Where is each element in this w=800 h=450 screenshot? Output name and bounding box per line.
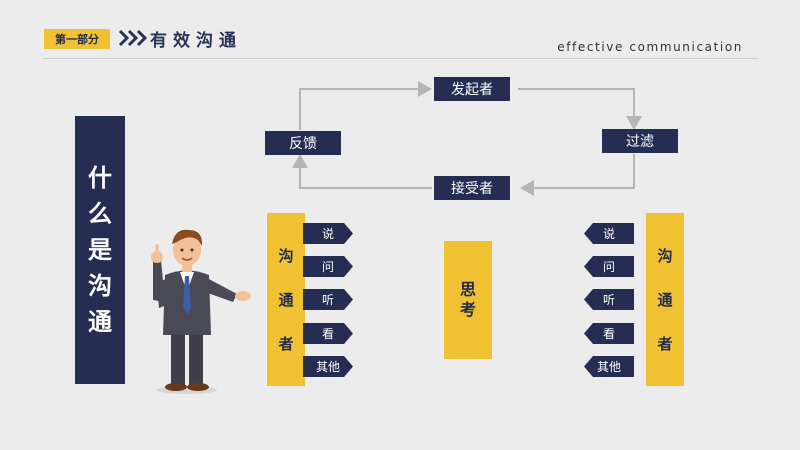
banner-char: 通 <box>88 308 112 336</box>
column-char: 通 <box>657 290 673 309</box>
section-title: 有效沟通 <box>150 31 242 51</box>
right-tag-other: 其他 <box>584 356 634 377</box>
flow-node-filter: 过滤 <box>602 129 678 153</box>
banner-char: 是 <box>88 236 112 264</box>
section-tag: 第一部分 <box>44 29 110 49</box>
think-char: 考 <box>459 300 476 319</box>
banner-char: 么 <box>88 200 112 228</box>
chevron-triple-icon <box>118 29 148 47</box>
column-char: 者 <box>278 334 294 353</box>
left-communicator-column: 沟 通 者 <box>267 213 305 386</box>
right-communicator-column: 沟 通 者 <box>646 213 684 386</box>
column-char: 沟 <box>278 246 294 265</box>
right-tag-look: 看 <box>584 323 634 344</box>
left-tag-ask: 问 <box>303 256 353 277</box>
think-char: 思 <box>459 280 476 299</box>
left-tag-listen: 听 <box>303 289 353 310</box>
right-tag-listen: 听 <box>584 289 634 310</box>
left-tag-speak: 说 <box>303 223 353 244</box>
column-char: 沟 <box>657 246 673 265</box>
left-tag-look: 看 <box>303 323 353 344</box>
left-tag-other: 其他 <box>303 356 353 377</box>
businessman-illustration <box>151 229 251 394</box>
column-char: 通 <box>278 290 294 309</box>
flow-node-initiator: 发起者 <box>434 77 510 101</box>
right-tag-speak: 说 <box>584 223 634 244</box>
flow-node-receiver: 接受者 <box>434 176 510 200</box>
banner-char: 什 <box>88 164 112 192</box>
what-is-communication-banner: 什 么 是 沟 通 <box>75 116 125 384</box>
flow-node-feedback: 反馈 <box>265 131 341 155</box>
header-divider <box>43 58 758 59</box>
think-box: 思 考 <box>444 241 492 359</box>
right-tag-ask: 问 <box>584 256 634 277</box>
english-subtitle: effective communication <box>557 40 743 54</box>
banner-char: 沟 <box>88 272 112 300</box>
column-char: 者 <box>657 334 673 353</box>
